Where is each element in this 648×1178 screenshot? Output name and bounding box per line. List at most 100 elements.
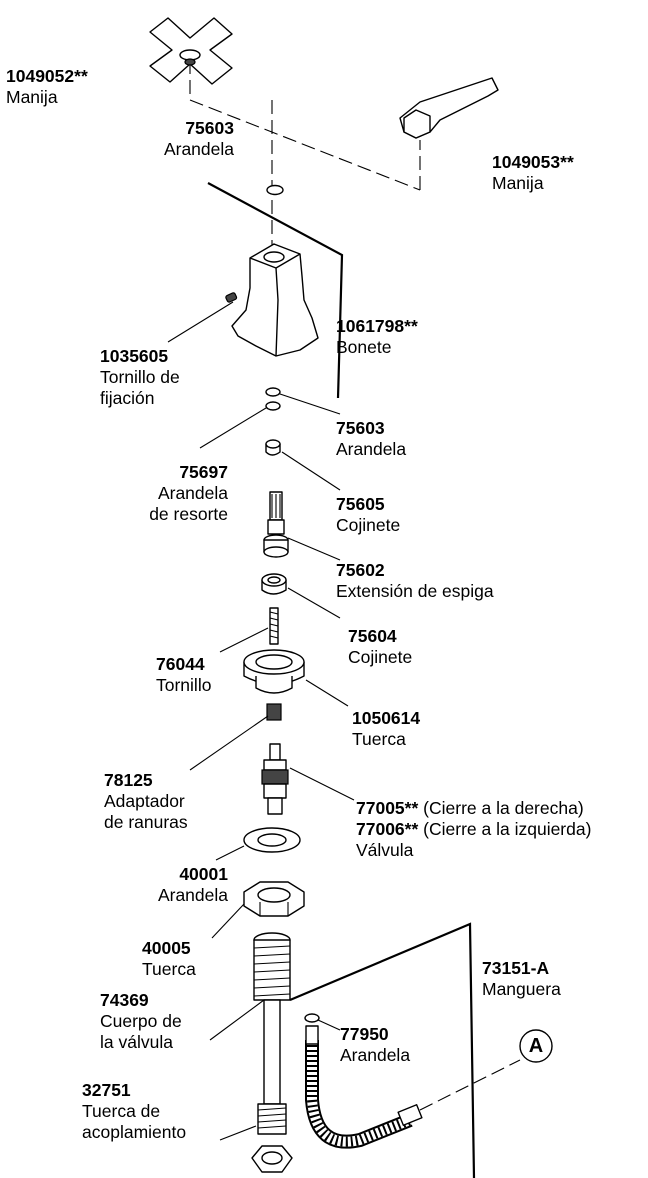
part-number: 1061798** bbox=[336, 316, 418, 336]
part-name: acoplamiento bbox=[82, 1122, 187, 1142]
leader-75697 bbox=[199, 407, 267, 449]
label-40001: 40001 Arandela bbox=[110, 864, 228, 906]
leader-1050614 bbox=[305, 679, 349, 707]
label-75605: 75605 Cojinete bbox=[336, 494, 400, 536]
cross-handle-icon bbox=[149, 17, 233, 85]
leader-77005 bbox=[289, 767, 355, 801]
part-number: 77005** bbox=[356, 798, 419, 818]
part-note: (Cierre a la derecha) bbox=[423, 798, 584, 818]
part-number: 32751 bbox=[82, 1080, 131, 1100]
label-74369: 74369 Cuerpo de la válvula bbox=[100, 990, 182, 1053]
part-name: Cojinete bbox=[336, 515, 401, 535]
part-name: Tornillo bbox=[156, 675, 212, 695]
washer-40001-icon bbox=[243, 827, 301, 853]
part-number: 75605 bbox=[336, 494, 385, 514]
label-75603-top: 75603 Arandela bbox=[120, 118, 234, 160]
bonnet-frame bbox=[207, 182, 344, 399]
flange-nut-1050614-icon bbox=[243, 649, 305, 694]
part-name: Cuerpo de bbox=[100, 1011, 182, 1031]
leader-75605 bbox=[281, 451, 341, 491]
washer-75603-top-icon bbox=[266, 184, 284, 196]
set-screw-icon bbox=[225, 292, 238, 303]
part-name: la válvula bbox=[100, 1032, 173, 1052]
lever-handle-icon bbox=[399, 77, 499, 139]
part-number: 1035605 bbox=[100, 346, 169, 366]
part-number: 77006** bbox=[356, 819, 419, 839]
part-note: (Cierre a la izquierda) bbox=[423, 819, 592, 839]
label-1050614: 1050614 Tuerca bbox=[352, 708, 420, 750]
leader-74369 bbox=[209, 999, 265, 1041]
part-number: 1049052** bbox=[6, 66, 88, 86]
bearing-75604-icon bbox=[261, 573, 287, 595]
label-1049053: 1049053** Manija bbox=[492, 152, 574, 194]
part-name: Tornillo de bbox=[100, 367, 180, 387]
label-75697: 75697 Arandela de resorte bbox=[100, 462, 228, 525]
part-number: 78125 bbox=[104, 770, 153, 790]
label-75604: 75604 Cojinete bbox=[348, 626, 412, 668]
washer-75603-icon bbox=[265, 387, 281, 397]
hex-nut-40005-icon bbox=[243, 881, 305, 917]
leader-78125 bbox=[189, 715, 269, 771]
label-40005: 40005 Tuerca bbox=[142, 938, 196, 980]
leader-40001 bbox=[215, 845, 245, 861]
part-number: 77950 bbox=[340, 1024, 389, 1044]
part-number: 40001 bbox=[179, 864, 228, 884]
valve-body-icon bbox=[253, 932, 291, 1135]
label-73151-A: 73151-A Manguera bbox=[482, 958, 561, 1000]
spline-adapter-icon bbox=[266, 703, 282, 721]
label-1061798: 1061798** Bonete bbox=[336, 316, 418, 358]
part-name: Tuerca bbox=[352, 729, 406, 749]
leader-75602 bbox=[287, 537, 341, 561]
bearing-75605-icon bbox=[265, 439, 281, 456]
label-77950: 77950 Arandela bbox=[340, 1024, 410, 1066]
label-78125: 78125 Adaptador de ranuras bbox=[104, 770, 188, 833]
part-number: 1049053** bbox=[492, 152, 574, 172]
stem-extension-icon bbox=[263, 491, 289, 558]
part-name: Manija bbox=[492, 173, 544, 193]
part-name: de resorte bbox=[149, 504, 228, 524]
part-name: Extensión de espiga bbox=[336, 581, 494, 601]
screw-76044-icon bbox=[269, 607, 279, 645]
part-number: 76044 bbox=[156, 654, 205, 674]
part-number: 1050614 bbox=[352, 708, 421, 728]
callout-a-circle bbox=[519, 1029, 553, 1063]
washer-77950-icon bbox=[304, 1013, 320, 1023]
label-75603-mid: 75603 Arandela bbox=[336, 418, 406, 460]
part-name: fijación bbox=[100, 388, 155, 408]
part-name: Adaptador bbox=[104, 791, 185, 811]
hose-icon bbox=[305, 1025, 423, 1149]
spring-washer-icon bbox=[265, 401, 281, 411]
label-75602: 75602 Extensión de espiga bbox=[336, 560, 494, 602]
label-1049052: 1049052** Manija bbox=[6, 66, 88, 108]
label-77005-77006: 77005** (Cierre a la derecha) 77006** (C… bbox=[356, 798, 591, 861]
part-number: 75602 bbox=[336, 560, 385, 580]
leader-75603b bbox=[279, 393, 341, 415]
leader-40005 bbox=[211, 903, 245, 939]
part-name: Tuerca bbox=[142, 959, 196, 979]
label-1035605: 1035605 Tornillo de fijación bbox=[100, 346, 180, 409]
leader-76044 bbox=[219, 627, 269, 653]
leader-77950 bbox=[317, 1019, 341, 1031]
coupling-nut-icon bbox=[251, 1145, 293, 1173]
part-name: Tuerca de bbox=[82, 1101, 161, 1121]
part-number: 74369 bbox=[100, 990, 149, 1010]
leader-75604 bbox=[287, 587, 341, 619]
part-name: Cojinete bbox=[348, 647, 413, 667]
part-number: 75603 bbox=[336, 418, 385, 438]
callout-a-label: A bbox=[528, 1035, 544, 1057]
valve-cartridge-icon bbox=[261, 743, 289, 815]
part-name: Manguera bbox=[482, 979, 561, 999]
part-name: Arandela bbox=[157, 483, 228, 503]
part-number: 75697 bbox=[179, 462, 228, 482]
leader-1035605 bbox=[167, 301, 234, 343]
leader-32751 bbox=[219, 1125, 257, 1141]
part-name: Válvula bbox=[356, 840, 414, 860]
part-name: Arandela bbox=[336, 439, 407, 459]
part-name: Arandela bbox=[157, 885, 228, 905]
part-name: de ranuras bbox=[104, 812, 188, 832]
hose-frame bbox=[289, 922, 476, 1178]
part-number: 40005 bbox=[142, 938, 191, 958]
bonnet-icon bbox=[231, 243, 319, 357]
part-number: 73151-A bbox=[482, 958, 550, 978]
